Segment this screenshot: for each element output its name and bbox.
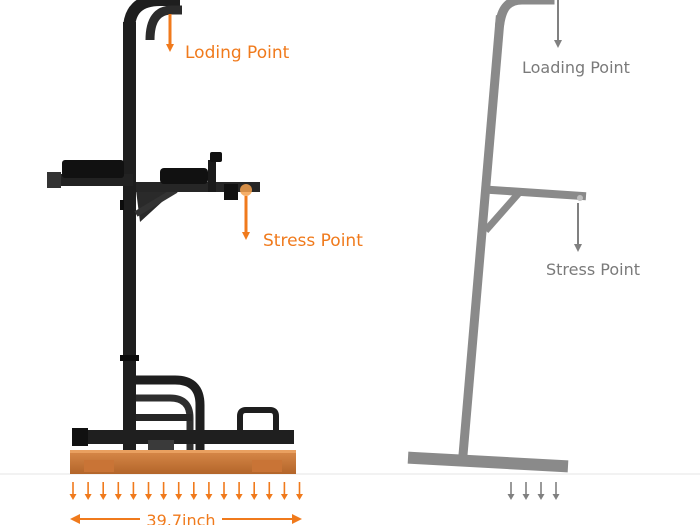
load-arrow-head: [205, 494, 213, 500]
power-tower-product: [47, 0, 296, 474]
load-arrow-head: [250, 494, 258, 500]
width-dimension-arrow-right: [292, 514, 302, 524]
load-arrow-head: [84, 494, 92, 500]
width-dimension-label: 39.7inch: [146, 511, 215, 525]
frame-schematic: [407, 0, 587, 473]
load-arrow-head: [507, 494, 515, 500]
load-arrow-head: [145, 494, 152, 500]
load-arrow-head: [235, 494, 243, 500]
load-arrow-head: [114, 494, 122, 500]
load-arrow-head: [296, 494, 303, 500]
base-load-arrows-product: [69, 482, 303, 500]
base-load-arrows-schematic: [507, 482, 560, 500]
load-arrow-head: [552, 494, 560, 500]
load-arrow-head: [190, 494, 198, 500]
stress-point-marker-product: [240, 184, 252, 196]
load-arrow-head: [129, 494, 137, 500]
load-arrow-head: [99, 494, 107, 500]
stress-point-label-product: Stress Point: [263, 231, 363, 251]
load-arrow-head: [175, 494, 183, 500]
loading-point-label-schematic: Loading Point: [522, 58, 630, 77]
stress-point-label-schematic: Stress Point: [546, 260, 640, 279]
load-arrow-head: [537, 494, 545, 500]
width-dimension-arrow-left: [70, 514, 80, 524]
loading-point-label-product: Loding Point: [185, 43, 290, 63]
load-arrow-head: [265, 494, 273, 500]
load-arrow-head: [280, 494, 288, 500]
load-arrow-head: [522, 494, 530, 500]
load-arrow-head: [69, 494, 77, 500]
load-arrow-head: [160, 494, 168, 500]
load-arrow-head: [220, 494, 228, 500]
